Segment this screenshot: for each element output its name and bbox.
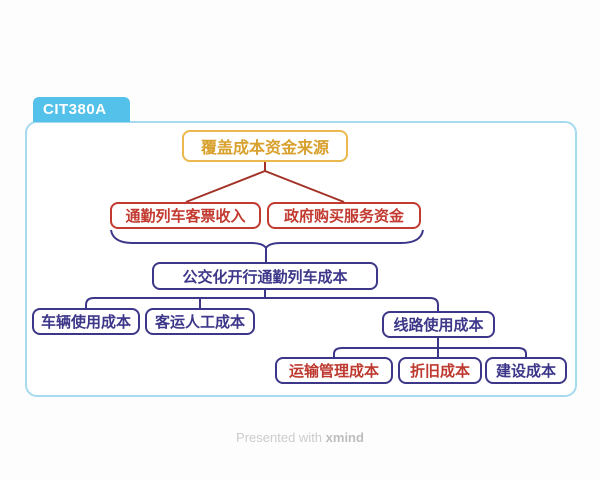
topic-depreciation-cost[interactable]: 折旧成本	[398, 357, 482, 384]
mindmap-canvas	[25, 121, 577, 397]
topic-root[interactable]: 覆盖成本资金来源	[182, 130, 348, 162]
topic-transport-mgmt-cost[interactable]: 运输管理成本	[275, 357, 393, 384]
sheet-tab-label: CIT380A	[43, 101, 107, 118]
xmind-watermark: Presented with xmind	[0, 430, 600, 445]
brace-connector	[110, 229, 424, 262]
connector-linecost-rail	[333, 338, 527, 357]
topic-vehicle-cost[interactable]: 车辆使用成本	[32, 308, 140, 335]
topic-ticket-income[interactable]: 通勤列车客票收入	[110, 202, 261, 229]
topic-operating-cost[interactable]: 公交化开行通勤列车成本	[152, 262, 378, 290]
topic-gov-funding[interactable]: 政府购买服务资金	[267, 202, 421, 229]
topic-labor-cost[interactable]: 客运人工成本	[145, 308, 255, 335]
connector-root-fork	[185, 162, 345, 203]
connector-costs-rail	[85, 290, 439, 311]
xmind-brand: xmind	[325, 430, 364, 445]
topic-line-cost[interactable]: 线路使用成本	[382, 311, 495, 338]
sheet-tab[interactable]: CIT380A	[33, 97, 130, 122]
watermark-prefix: Presented with	[236, 430, 326, 445]
topic-construction-cost[interactable]: 建设成本	[485, 357, 567, 384]
